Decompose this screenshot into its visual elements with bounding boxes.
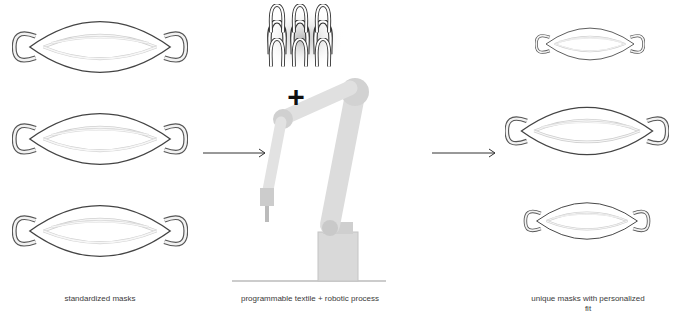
mask — [14, 114, 186, 165]
mask — [14, 206, 186, 257]
mask — [14, 22, 186, 73]
caption: unique masks with personalized fit — [528, 294, 648, 314]
mask — [536, 28, 644, 60]
plus-sign: + — [276, 82, 316, 112]
robot-arm — [232, 78, 386, 281]
knit-textile — [262, 5, 344, 70]
caption: programmable textile + robotic process — [235, 294, 385, 304]
mask — [525, 203, 648, 239]
mask — [507, 107, 667, 154]
caption: standardized masks — [45, 294, 155, 304]
